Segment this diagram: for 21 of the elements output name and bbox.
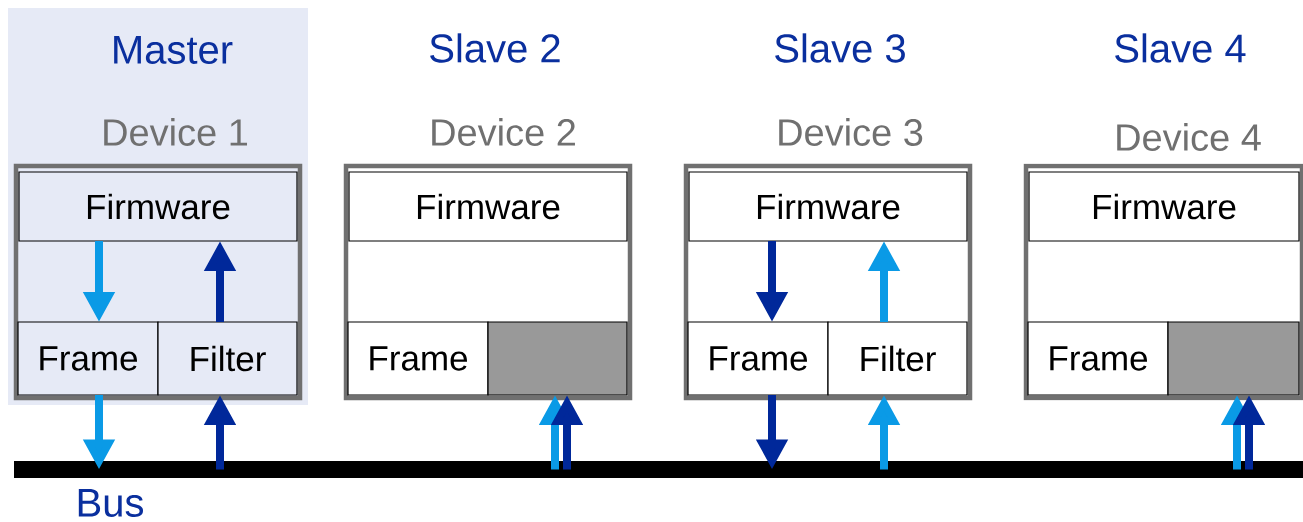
device-heading: Device 3	[779, 118, 923, 146]
shaded-box	[1167, 321, 1300, 396]
bus-label: Bus	[78, 489, 143, 517]
role-heading: Slave 4	[1115, 33, 1246, 63]
role-heading: Master	[114, 36, 233, 64]
role-heading: Slave 2	[430, 33, 560, 63]
shaded-box	[487, 321, 628, 396]
firmware-box: Firmware	[688, 171, 968, 242]
layer-box: Filter	[827, 321, 968, 396]
layer-box: Frame	[17, 321, 159, 396]
firmware-box: Firmware	[348, 171, 628, 242]
layer-box: Frame	[347, 321, 489, 396]
layer-box: Frame	[687, 321, 829, 396]
firmware-box: Firmware	[1028, 171, 1300, 242]
firmware-box: Firmware	[18, 171, 298, 242]
layer-box: Filter	[157, 321, 298, 396]
device-heading: Device 2	[432, 118, 575, 146]
layer-box: Frame	[1027, 321, 1169, 396]
role-heading: Slave 3	[775, 33, 905, 63]
device-heading: Device 4	[1117, 123, 1261, 151]
device-heading: Device 1	[104, 118, 247, 146]
